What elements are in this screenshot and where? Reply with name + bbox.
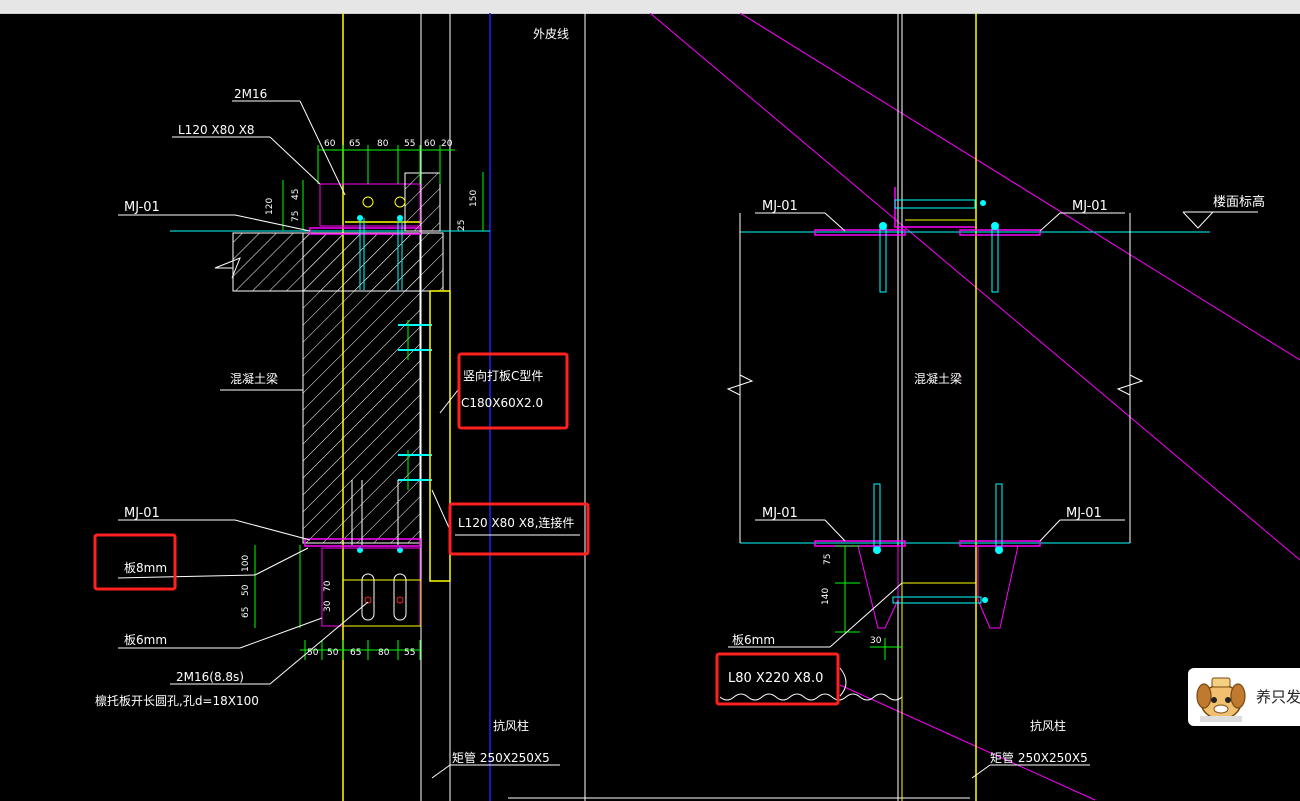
label-angle-top: L120 X80 X8	[178, 123, 255, 137]
dim-bv-100: 100	[241, 555, 251, 572]
dim-r-140: 140	[821, 588, 831, 605]
dim-top-80: 80	[377, 139, 389, 149]
label-c-purlin-spec: C180X60X2.0	[461, 396, 543, 410]
label-bolt-top: 2M16	[234, 87, 267, 101]
label-outer-skin-line: 外皮线	[533, 27, 569, 41]
dim-v-25: 25	[457, 220, 467, 231]
left-detail	[117, 100, 580, 779]
watermark-badge: 养只发	[1188, 668, 1300, 726]
window-top-bar	[0, 0, 1300, 14]
annotation-highlights	[93, 352, 840, 706]
label-angle-right: L80 X220 X8.0	[728, 671, 823, 686]
label-mj01-r2: MJ-01	[1072, 199, 1108, 214]
highlight-angle-connector	[448, 502, 590, 556]
dim-b-50b: 50	[327, 648, 339, 658]
label-mj01-r4: MJ-01	[1066, 506, 1102, 521]
label-mj01-left-bottom: MJ-01	[124, 506, 160, 521]
dim-bv-70: 70	[323, 580, 333, 592]
text-labels: 外皮线 2M16 L120 X80 X8 MJ-01 混凝土梁 MJ-01 板8…	[95, 27, 1265, 765]
label-rect-tube-right: 矩管 250X250X5	[990, 750, 1088, 765]
label-slot-hole-note: 檩托板开长圆孔,孔d=18X100	[95, 693, 259, 708]
right-detail	[719, 187, 1258, 801]
highlight-c-purlin	[457, 352, 569, 430]
dim-top-20: 20	[441, 139, 453, 149]
dim-bv-50: 50	[241, 584, 251, 596]
dim-r-75: 75	[823, 554, 833, 565]
label-mj01-r1: MJ-01	[762, 199, 798, 214]
label-concrete-beam-right: 混凝土梁	[914, 371, 962, 386]
dim-v-150: 150	[469, 190, 479, 207]
label-plate-8mm: 板8mm	[124, 561, 167, 575]
label-mj01-left-top: MJ-01	[124, 200, 160, 215]
label-angle-connector: L120 X80 X8,连接件	[458, 515, 574, 530]
dim-bv-65: 65	[241, 607, 251, 618]
diagonal-lines	[649, 13, 1300, 801]
dimension-texts: 60 65 80 55 60 20 45 120 75 150 25 50 50…	[241, 139, 882, 658]
highlight-angle-right	[715, 652, 840, 706]
dim-bv-30: 30	[323, 600, 333, 612]
label-mj01-r3: MJ-01	[762, 506, 798, 521]
dim-b-65: 65	[350, 648, 361, 658]
dim-top-65: 65	[349, 139, 360, 149]
cad-drawing-canvas[interactable]: 外皮线 2M16 L120 X80 X8 MJ-01 混凝土梁 MJ-01 板8…	[0, 13, 1300, 801]
highlight-plate-8mm	[93, 533, 177, 591]
dim-b-50a: 50	[307, 648, 319, 658]
label-floor-level: 楼面标高	[1213, 194, 1265, 210]
dog-avatar-icon	[1196, 677, 1246, 722]
label-plate-6mm-left: 板6mm	[124, 633, 167, 647]
dim-top-60: 60	[324, 139, 336, 149]
label-plate-6mm-right: 板6mm	[732, 633, 775, 647]
label-c-purlin-title: 竖向打板C型件	[463, 368, 543, 383]
dim-top-60b: 60	[424, 139, 436, 149]
dim-v-120: 120	[265, 198, 275, 215]
dim-v-45: 45	[291, 189, 301, 200]
dim-b-80: 80	[378, 648, 390, 658]
dim-top-55: 55	[404, 139, 415, 149]
label-bolt-bottom: 2M16(8.8s)	[176, 670, 244, 684]
dim-v-75: 75	[291, 211, 301, 222]
label-concrete-beam-left: 混凝土梁	[230, 371, 278, 386]
dim-r-30: 30	[870, 636, 882, 646]
label-rect-tube-left: 矩管 250X250X5	[452, 750, 550, 765]
label-wind-column-right: 抗风柱	[1030, 718, 1066, 733]
dim-b-55: 55	[404, 648, 415, 658]
watermark-text: 养只发	[1256, 688, 1300, 706]
label-wind-column-left: 抗风柱	[493, 718, 529, 733]
vertical-grid-lines	[342, 13, 977, 801]
